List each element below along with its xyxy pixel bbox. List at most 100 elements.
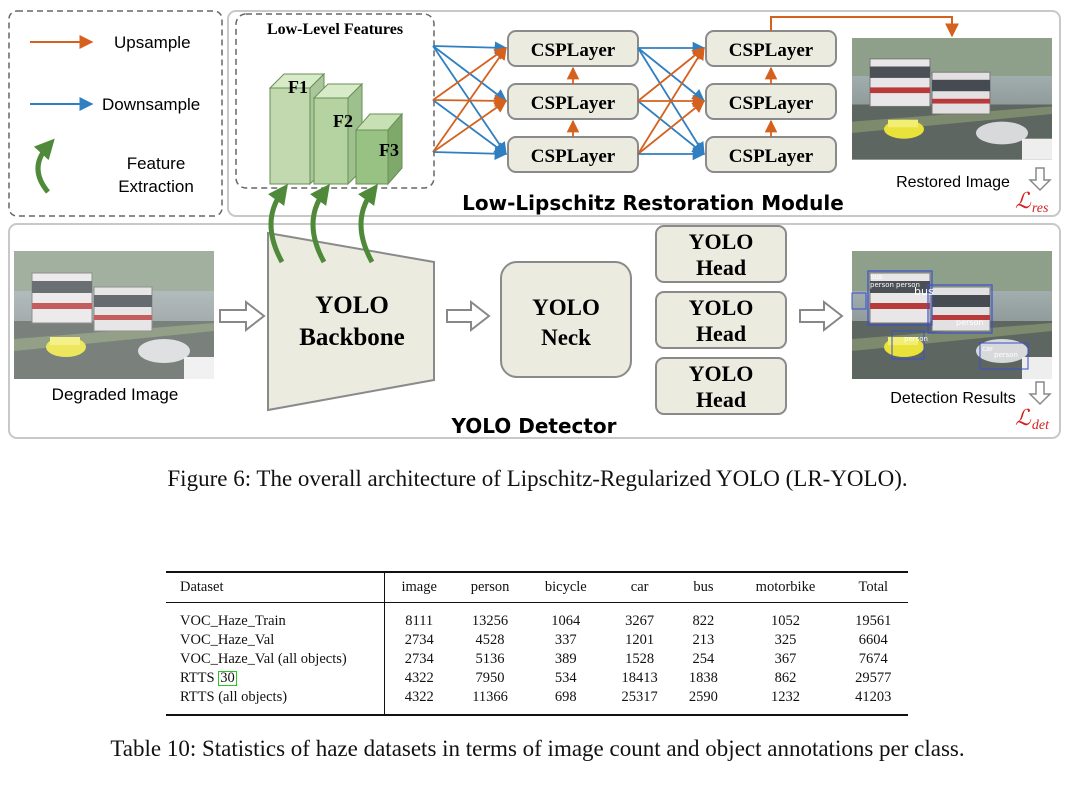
table-cell: 25317 [621,689,658,705]
det-label-3: bus [914,285,934,298]
csp-1-3: CSPLayer [531,146,616,167]
detector-panel [8,223,1061,439]
csp-2-1: CSPLayer [729,40,814,61]
detection-down-arrow [1028,381,1052,406]
yolo-neck [500,261,632,378]
degraded-image-label: Degraded Image [52,385,179,404]
table-cell: 6604 [858,632,888,648]
table-row: VOC_Haze_Val 2734 4528 337 1201 213 325 … [166,631,908,650]
csp-2-3: CSPLayer [729,146,814,167]
restored-image [851,37,1053,161]
arrow-to-backbone [219,299,266,333]
loss-det: ℒdet [1015,405,1050,433]
citation-link[interactable]: 30 [218,670,237,686]
svg-text:YOLO: YOLO [689,361,754,386]
table-cell: 1201 [625,632,655,648]
extract-arrow-f3 [358,183,378,264]
table-cell: 41203 [855,689,892,705]
table-cell: 11366 [472,689,508,705]
arrow-to-results [799,299,844,333]
restoration-panel [227,10,1061,217]
feature-f3: F3 [354,112,404,186]
table-cell: 337 [554,632,577,648]
header-bicycle: bicycle [544,579,587,595]
detection-image: bus person bus person person person car … [851,250,1053,380]
header-dataset: Dataset [166,572,385,603]
header-bus: bus [693,579,714,595]
table-cell: 822 [692,613,715,629]
det-label-4: person [896,281,920,289]
csp-column-2: CSPLayer CSPLayer CSPLayer [705,16,959,173]
header-motorbike: motorbike [755,579,816,595]
detector-title: YOLO Detector [450,414,616,438]
table-cell: 4528 [475,632,505,648]
svg-text:YOLO: YOLO [689,295,754,320]
table-cell: 18413 [621,670,658,686]
loss-res: ℒres [1015,188,1049,216]
restoration-title: Low-Lipschitz Restoration Module [462,191,844,215]
table-cell: 2734 [404,632,434,648]
legend-box [8,10,223,217]
table-cell: 29577 [855,670,892,686]
svg-text:YOLO: YOLO [689,229,754,254]
yolo-head-1: YOLO Head [655,225,787,283]
svg-text:Head: Head [696,387,746,412]
csp-1-1: CSPLayer [531,40,616,61]
extract-arrow-f1 [268,183,288,264]
table-cell: 862 [774,670,797,686]
feature-legend-arrow [33,138,55,194]
table-cell: 3267 [625,613,655,629]
row-name: RTTS 30 [166,669,385,688]
header-person: person [470,579,510,595]
header-total: Total [858,579,889,595]
table-cell: 213 [692,632,715,648]
detection-results-label: Detection Results [890,390,1015,407]
extract-arrow-f2 [310,183,330,264]
arrow-to-neck [446,299,491,333]
table-header-row: Dataset image person bicycle car bus mot… [166,572,908,603]
table-cell: 7950 [475,670,505,686]
table-cell: 1528 [625,651,655,667]
header-car: car [630,579,649,595]
table-row: VOC_Haze_Val (all objects) 2734 5136 389… [166,650,908,669]
table-cell: 325 [774,632,797,648]
table-cell: 1232 [770,689,800,705]
table-cell: 8111 [405,613,434,629]
row-name: RTTS (all objects) [166,688,385,715]
table-cell: 13256 [471,613,509,629]
header-image: image [401,579,437,595]
yolo-head-3: YOLO Head [655,357,787,415]
low-level-title: Low-Level Features [267,21,403,38]
det-label-6: person [904,335,928,343]
table-cell: 1064 [551,613,581,629]
neck-line2: Neck [541,325,591,350]
legend-upsample: Upsample [114,33,191,52]
table-cell: 1052 [770,613,800,629]
yolo-backbone [267,231,435,412]
table-cell: 4322 [404,670,434,686]
table-cell: 1838 [688,670,718,686]
csp-2-2: CSPLayer [729,93,814,114]
svg-text:Head: Head [696,321,746,346]
table-row: RTTS 30 4322 7950 534 18413 1838 862 295… [166,669,908,688]
feature-f3-label: F3 [379,140,399,160]
haze-dataset-table: Dataset image person bicycle car bus mot… [166,571,908,716]
det-label-7: car [982,345,993,353]
feature-f1-label: F1 [288,77,308,97]
table-cell: 4322 [404,689,434,705]
row-name: VOC_Haze_Val (all objects) [166,650,385,669]
restored-down-arrow [1028,167,1052,192]
legend-feature-line2: Extraction [118,177,194,196]
yolo-head-2: YOLO Head [655,291,787,349]
det-label-1: bus [870,273,883,281]
feature-f2-label: F2 [333,111,353,131]
feature-f2: F2 [312,82,364,186]
legend-feature-line1: Feature [127,154,186,173]
table-cell: 2590 [688,689,718,705]
table-caption: Table 10: Statistics of haze datasets in… [110,736,965,761]
table-cell: 698 [554,689,577,705]
backbone-line1: YOLO [315,292,389,319]
csp-column-1: CSPLayer CSPLayer CSPLayer [507,30,639,173]
table-cell: 5136 [475,651,505,667]
figure-caption: Figure 6: The overall architecture of Li… [167,466,908,491]
